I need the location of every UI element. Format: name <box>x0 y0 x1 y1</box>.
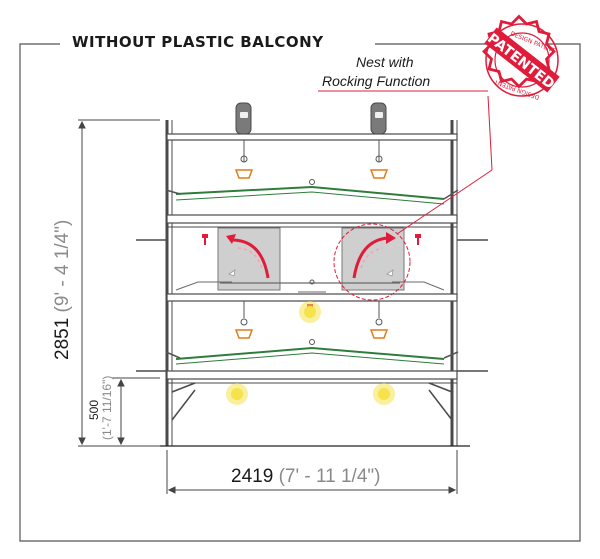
lights <box>226 301 395 405</box>
width-dimension-label: 2419 (7' - 11 1/4") <box>231 466 380 488</box>
nest-right <box>341 227 405 291</box>
width-imperial: (7' - 11 1/4") <box>278 466 381 487</box>
feeder-tier2-left <box>234 301 254 339</box>
width-metric: 2419 <box>231 466 274 487</box>
feeder-tier1-right <box>369 140 389 179</box>
height-metric: 2851 <box>52 317 73 360</box>
nest-left <box>217 227 281 291</box>
top-hanger-right <box>370 102 387 135</box>
perch-rail-tier1 <box>165 179 459 205</box>
feeder-tier2-right <box>369 301 389 339</box>
frame-title: WITHOUT PLASTIC BALCONY <box>66 33 330 51</box>
height-imperial: (9' - 4 1/4") <box>52 219 73 313</box>
balcony-imperial: (1'-7 11/16") <box>100 375 114 440</box>
height-dimension-label: 2851 (9' - 4 1/4") <box>52 220 74 360</box>
nest-tray <box>175 279 445 293</box>
callout-highlight <box>318 90 493 301</box>
patented-stamp-icon: PATENTED DESIGN PATENT DESIGN PATENT <box>482 14 560 101</box>
callout-line1: Nest with <box>356 54 414 70</box>
cage-structure <box>136 120 488 446</box>
feeder-tier1-left <box>234 140 254 179</box>
dimension-lines <box>78 119 458 494</box>
perch-rail-tier2 <box>165 339 459 365</box>
callout-line2: Rocking Function <box>322 73 431 89</box>
balcony-dimension-label: 500 (1'-7 11/16") <box>87 375 114 440</box>
top-hanger-left <box>235 102 252 135</box>
